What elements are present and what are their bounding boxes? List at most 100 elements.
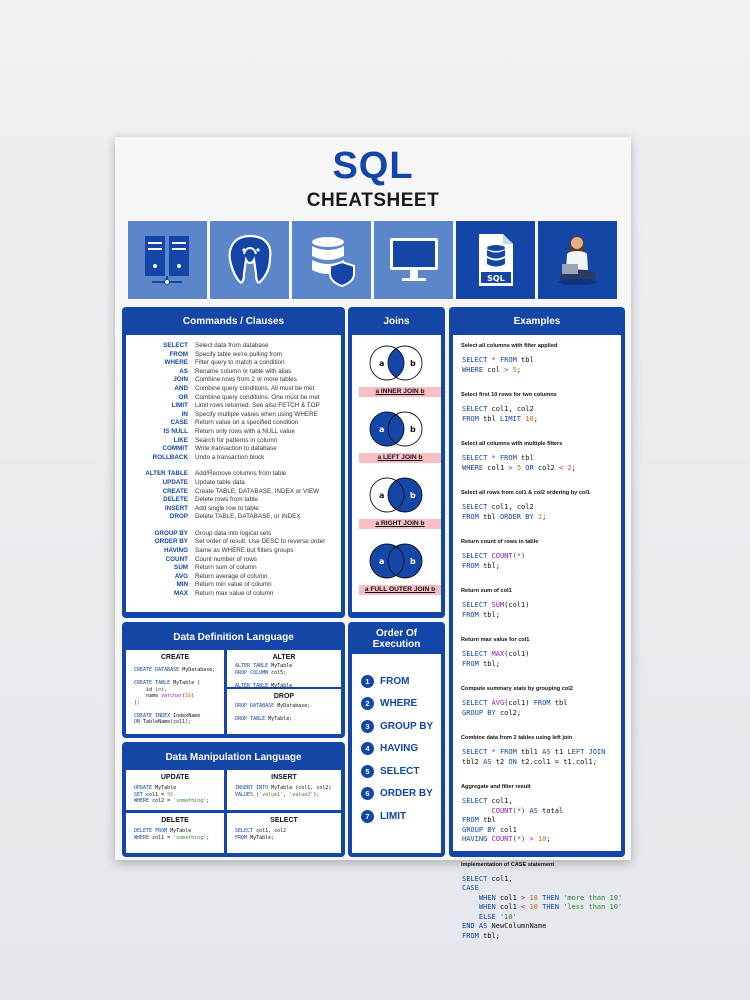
- command-description: Same as WHERE but filters groups: [195, 547, 294, 555]
- join-label: a INNER JOIN b: [359, 387, 441, 397]
- command-keyword: MIN: [176, 581, 188, 589]
- dml-select-box: SELECT SELECT col1, col2 FROM MyTable;: [227, 813, 341, 853]
- command-row: WHERE Filter query to match a condition: [126, 359, 341, 368]
- join-circle-b: b: [410, 557, 416, 566]
- join-label: a FULL OUTER JOIN b: [359, 585, 441, 595]
- example-code: SELECT col1, COUNT(*) AS total FROM tbl …: [462, 797, 564, 843]
- order-step-label: LIMIT: [380, 810, 407, 822]
- order-step-label: HAVING: [380, 743, 419, 755]
- join-circle-b: b: [410, 491, 416, 500]
- order-step: 6 ORDER BY: [352, 783, 441, 806]
- join-label: a LEFT JOIN b: [359, 453, 441, 463]
- command-keyword: COUNT: [165, 555, 188, 563]
- command-description: Filter query to match a condition: [195, 359, 285, 367]
- command-keyword: DELETE: [163, 496, 188, 504]
- example-block: Select all rows from col1 & col2 orderin…: [453, 490, 621, 522]
- command-keyword: ALTER TABLE: [145, 470, 188, 478]
- command-keyword: CASE: [170, 419, 189, 427]
- joins-header: Joins: [383, 316, 410, 327]
- example-code: SELECT AVG(col1) FROM tbl GROUP BY col2;: [462, 699, 568, 717]
- command-description: Combine query conditions. One must be me…: [195, 393, 320, 401]
- icon-strip: SQL: [128, 221, 617, 299]
- command-keyword: AS: [179, 367, 188, 375]
- command-keyword: FROM: [169, 350, 188, 358]
- command-description: Delete TABLE, DATABASE, or INDEX: [195, 513, 301, 521]
- example-caption: Implementation of CASE statement: [461, 861, 555, 868]
- order-step-number: 3: [361, 719, 374, 733]
- server-icon: [128, 221, 207, 299]
- ddl-header: Data Definition Language: [173, 632, 294, 643]
- example-caption: Return count of rows in table: [461, 539, 539, 545]
- dml-update-title: UPDATE: [160, 774, 190, 781]
- sql-file-icon: SQL: [456, 221, 535, 299]
- examples-header: Examples: [513, 316, 561, 327]
- joins-panel: Joins a b a INNER JOIN b a b a LEFT JOIN…: [348, 307, 445, 618]
- order-step-label: ORDER BY: [380, 788, 433, 800]
- dml-insert-title: INSERT: [271, 774, 297, 781]
- dml-delete-box: DELETE DELETE FROM MyTable WHERE col1 = …: [126, 813, 224, 853]
- command-description: Return only rows with a NULL value: [195, 427, 295, 435]
- example-caption: Select all columns with multiple filters: [461, 441, 563, 447]
- order-step-number: 6: [361, 787, 374, 801]
- command-row: FROM Specify table we're pulling from: [126, 351, 341, 360]
- command-keyword: SUM: [174, 564, 188, 572]
- order-step-label: WHERE: [380, 698, 418, 710]
- command-description: Count number of rows: [195, 555, 257, 563]
- join-diagram-left: a b a LEFT JOIN b: [352, 409, 441, 473]
- ddl-drop-box: DROP DROP DATABASE MyDatabase; DROP TABL…: [227, 689, 341, 734]
- dml-select-title: SELECT: [270, 817, 298, 824]
- ddl-create-code: CREATE DATABASE MyDatabase; CREATE TABLE…: [134, 667, 216, 725]
- database-shield-icon: [292, 221, 371, 299]
- dml-insert-box: INSERT INSERT INTO MyTable (col1, col2) …: [227, 770, 341, 810]
- order-header: Order Of Execution: [372, 628, 421, 650]
- order-step-label: GROUP BY: [380, 720, 434, 732]
- ddl-create-title: CREATE: [160, 654, 190, 661]
- example-code: SELECT SUM(col1) FROM tbl;: [462, 601, 530, 619]
- command-keyword: WHERE: [164, 359, 188, 367]
- join-circle-a: a: [379, 359, 384, 368]
- command-description: Return max value of column: [195, 590, 274, 598]
- command-keyword: JOIN: [173, 376, 188, 384]
- command-keyword: GROUP BY: [154, 529, 188, 537]
- command-keyword: LIKE: [173, 436, 188, 444]
- example-block: Combine data from 2 tables using left jo…: [453, 735, 621, 767]
- command-description: Select data from database: [195, 342, 269, 349]
- command-keyword: HAVING: [163, 547, 188, 555]
- command-keyword: COMMIT: [162, 445, 188, 453]
- sql-file-label: SQL: [487, 274, 505, 283]
- commands-header: Commands / Clauses: [182, 316, 285, 327]
- join-circle-b: b: [410, 425, 416, 434]
- command-keyword: CREATE: [162, 487, 188, 495]
- command-description: Return value on a specified condition: [195, 419, 299, 427]
- command-keyword: INSERT: [164, 504, 188, 512]
- command-description: Specify table we're pulling from: [195, 350, 282, 358]
- command-description: Specify multiple values when using WHERE: [195, 410, 318, 418]
- dml-delete-code: DELETE FROM MyTable WHERE col1 = 'someth…: [134, 828, 210, 841]
- postgresql-elephant-icon: [210, 221, 289, 299]
- command-description: Return average of column: [195, 572, 268, 580]
- ddl-create-box: CREATE CREATE DATABASE MyDatabase; CREAT…: [126, 650, 224, 734]
- command-description: Limit rows returned. See also FETCH & TO…: [195, 402, 320, 410]
- example-caption: Combine data from 2 tables using left jo…: [461, 735, 573, 741]
